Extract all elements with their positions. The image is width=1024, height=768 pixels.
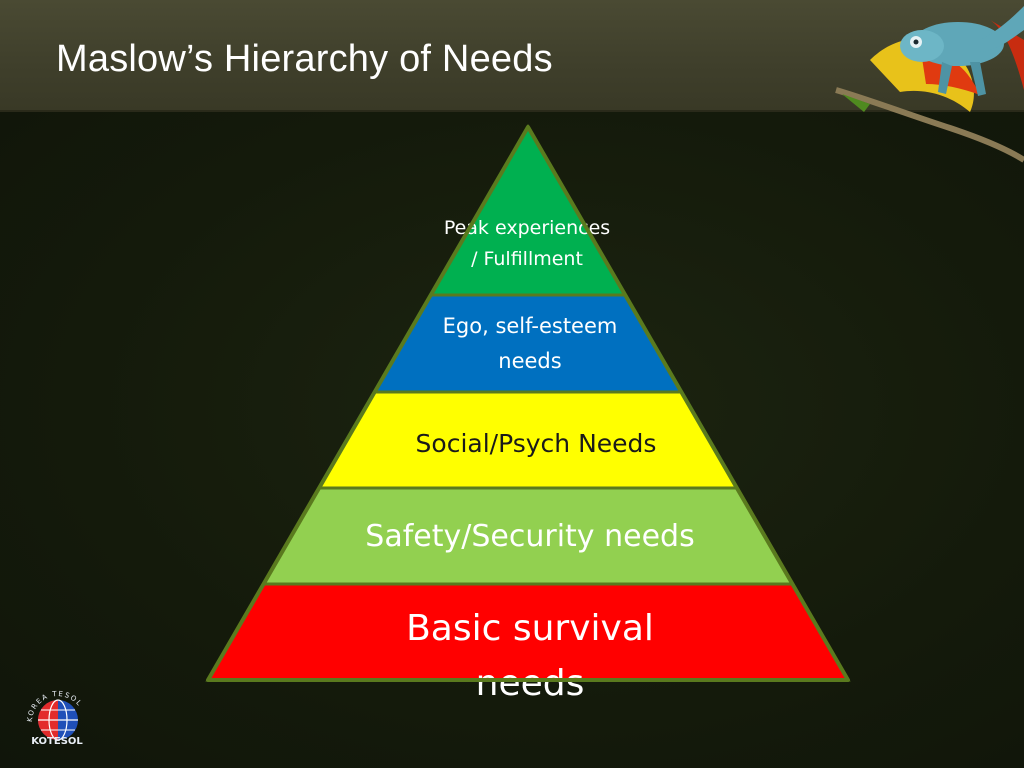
pyramid-level-peak-experiences-label-line-2: / Fulfillment — [471, 248, 583, 270]
pyramid-level-social-psych-label-line-1: Social/Psych Needs — [416, 429, 657, 458]
slide-title: Maslow’s Hierarchy of Needs — [56, 38, 553, 80]
logo-label: KOTESOL — [31, 736, 83, 747]
pyramid-level-basic-survival-label-line-2: needs — [476, 663, 585, 704]
pyramid-outline — [206, 125, 850, 682]
title-bar: Maslow’s Hierarchy of Needs — [0, 0, 1024, 112]
pyramid-level-basic-survival-label-line-1: Basic survival — [406, 608, 654, 649]
pyramid-level-safety-security-label-line-1: Safety/Security needs — [365, 519, 694, 554]
pyramid-level-peak-experiences-label-line-1: Peak experiences — [444, 217, 610, 239]
pyramid-level-ego-esteem-label-line-2: needs — [498, 349, 561, 373]
pyramid-level-ego-esteem-label-line-1: Ego, self-esteem — [443, 314, 618, 338]
globe-logo-icon: KOREA TESOL — [26, 690, 82, 741]
chameleon-icon — [835, 6, 1024, 163]
